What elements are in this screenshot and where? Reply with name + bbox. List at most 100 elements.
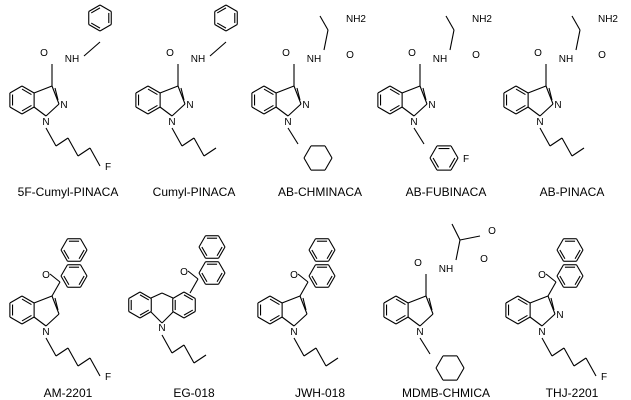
double-bond: [559, 275, 566, 286]
double-bond: [21, 314, 32, 322]
c4-azole-bond: [413, 103, 428, 117]
double-bond: [515, 104, 526, 112]
c4-methylene-bond: [413, 127, 425, 145]
c6-naphthyl-bond: [60, 238, 68, 251]
c5-pentyl-bond: [571, 147, 585, 157]
c2-pentyl-bond: [181, 137, 195, 147]
c9-benzene-bond: [383, 295, 397, 304]
c2-benzene-bond: [135, 85, 149, 94]
c4-oxygen-atom: O: [408, 48, 416, 59]
double-bond: [183, 309, 194, 316]
double-bond: [550, 297, 555, 311]
c4-benzene-bond: [389, 85, 403, 94]
c4-oxygen2-atom: O: [472, 50, 480, 61]
c10-benzene-bond: [517, 295, 531, 304]
c2-phenyl-bond: [214, 24, 227, 32]
c9-cyclohexyl-bond: [435, 367, 444, 381]
c6-pentyl-bond: [55, 347, 69, 357]
c8-pentyl-bond: [325, 357, 339, 367]
c3-cyclohexyl-bond: [324, 157, 333, 171]
c4-azole-bond: [401, 85, 421, 94]
c7-oxygen-atom: O: [180, 267, 188, 278]
c2-azole-bond: [159, 106, 173, 117]
c6-pentyl-bond: [67, 347, 79, 367]
c8-oxygen-atom: O: [290, 270, 298, 281]
double-bond: [216, 7, 227, 14]
c5-azole-bond: [539, 103, 554, 117]
double-bond: [180, 87, 185, 101]
c6-azole-bond: [51, 295, 60, 315]
c1-phenyl-bond: [99, 4, 112, 12]
c7-naphthyl-bond: [198, 235, 206, 248]
double-bond: [574, 249, 581, 260]
c1-benzene-bond: [9, 85, 23, 94]
c8-benzene-bond: [269, 316, 283, 325]
c8-naphthyl-bond: [308, 264, 316, 277]
c9-cyclohexyl-bond: [456, 355, 465, 369]
c6-naphthyl-bond: [60, 264, 68, 277]
c3-benzene-bond: [251, 106, 265, 115]
double-bond: [78, 249, 85, 260]
c6-naphthyl-bond: [60, 249, 68, 262]
c8-naphthyl-bond: [328, 264, 336, 277]
c1-pentyl-bond: [45, 127, 57, 147]
c1-nh-atom: NH: [65, 54, 79, 65]
c8-benzene-bond: [257, 316, 271, 325]
double-bond: [269, 298, 280, 306]
c9-oxygen-atom: O: [414, 258, 422, 269]
c6-carbonyl-bond: [51, 281, 61, 297]
c10-naphthyl-bond: [576, 238, 584, 251]
c4-fluorophenyl-bond: [450, 157, 459, 171]
double-bond: [326, 249, 333, 260]
c5-benzene-bond: [503, 85, 517, 94]
c2-phenyl-bond: [214, 4, 227, 12]
c10-naphthyl-bond: [556, 264, 564, 277]
c8-azole-bond: [299, 295, 308, 315]
c7-benzene2-bond: [172, 311, 185, 319]
c3-cyclohexyl-bond: [303, 145, 312, 159]
c7-carbonyl-bond: [187, 270, 199, 280]
c7-naphthyl-bond: [218, 261, 226, 274]
double-bond: [326, 275, 333, 286]
c3-n1-atom: N: [284, 117, 291, 128]
c6-azole-bond: [33, 295, 53, 304]
c1-phenyl-bond: [88, 24, 101, 32]
c2-n1-atom: N: [168, 117, 175, 128]
c5-azole-bond: [527, 85, 547, 94]
c7-benzene2-bond: [183, 311, 196, 319]
c1-fluoro-atom: F: [105, 162, 111, 173]
c7-naphthyl-bond: [198, 261, 206, 274]
double-bond: [216, 246, 223, 257]
c4-valinamide-bond: [449, 29, 455, 51]
c1-oxygen-atom: O: [40, 48, 48, 59]
double-bond: [428, 297, 433, 311]
c7-benzene-bond: [139, 311, 152, 319]
label-ab-chminaca: AB-CHMINACA: [277, 185, 362, 199]
c2-benzene-bond: [147, 85, 161, 94]
c2-phenyl-bond: [225, 4, 238, 12]
c6-benzene-bond: [21, 295, 35, 304]
c1-benzene-bond: [21, 106, 35, 115]
c7-naphthyl-bond: [218, 246, 226, 259]
c5-valinamide-bond: [571, 15, 581, 31]
c10-naphthyl-bond: [556, 238, 564, 251]
c2-n2-atom: N: [186, 100, 193, 111]
c6-naphthyl-bond: [80, 238, 88, 251]
c3-n2-atom: N: [302, 100, 309, 111]
c6-benzene-bond: [9, 295, 23, 304]
c8-naphthyl-bond: [308, 249, 316, 262]
c7-pentyl-bond: [171, 344, 185, 354]
label-mdmb-chmica: MDMB-CHMICA: [402, 386, 490, 400]
c6-benzene-bond: [21, 316, 35, 325]
c10-oxygen-atom: O: [538, 270, 546, 281]
c6-azole-bond: [45, 313, 60, 327]
c9-benzene-bond: [383, 316, 397, 325]
c7-pentyl-bond: [161, 334, 173, 354]
c7-benzene2-bond: [183, 291, 196, 299]
c9-oxygen3-atom: O: [488, 226, 496, 237]
c4-nh2-atom: NH2: [472, 14, 492, 25]
label-thj-2201: THJ-2201: [545, 386, 599, 400]
c3-azole-bond: [287, 103, 302, 117]
c8-carbonyl-bond: [297, 273, 309, 283]
